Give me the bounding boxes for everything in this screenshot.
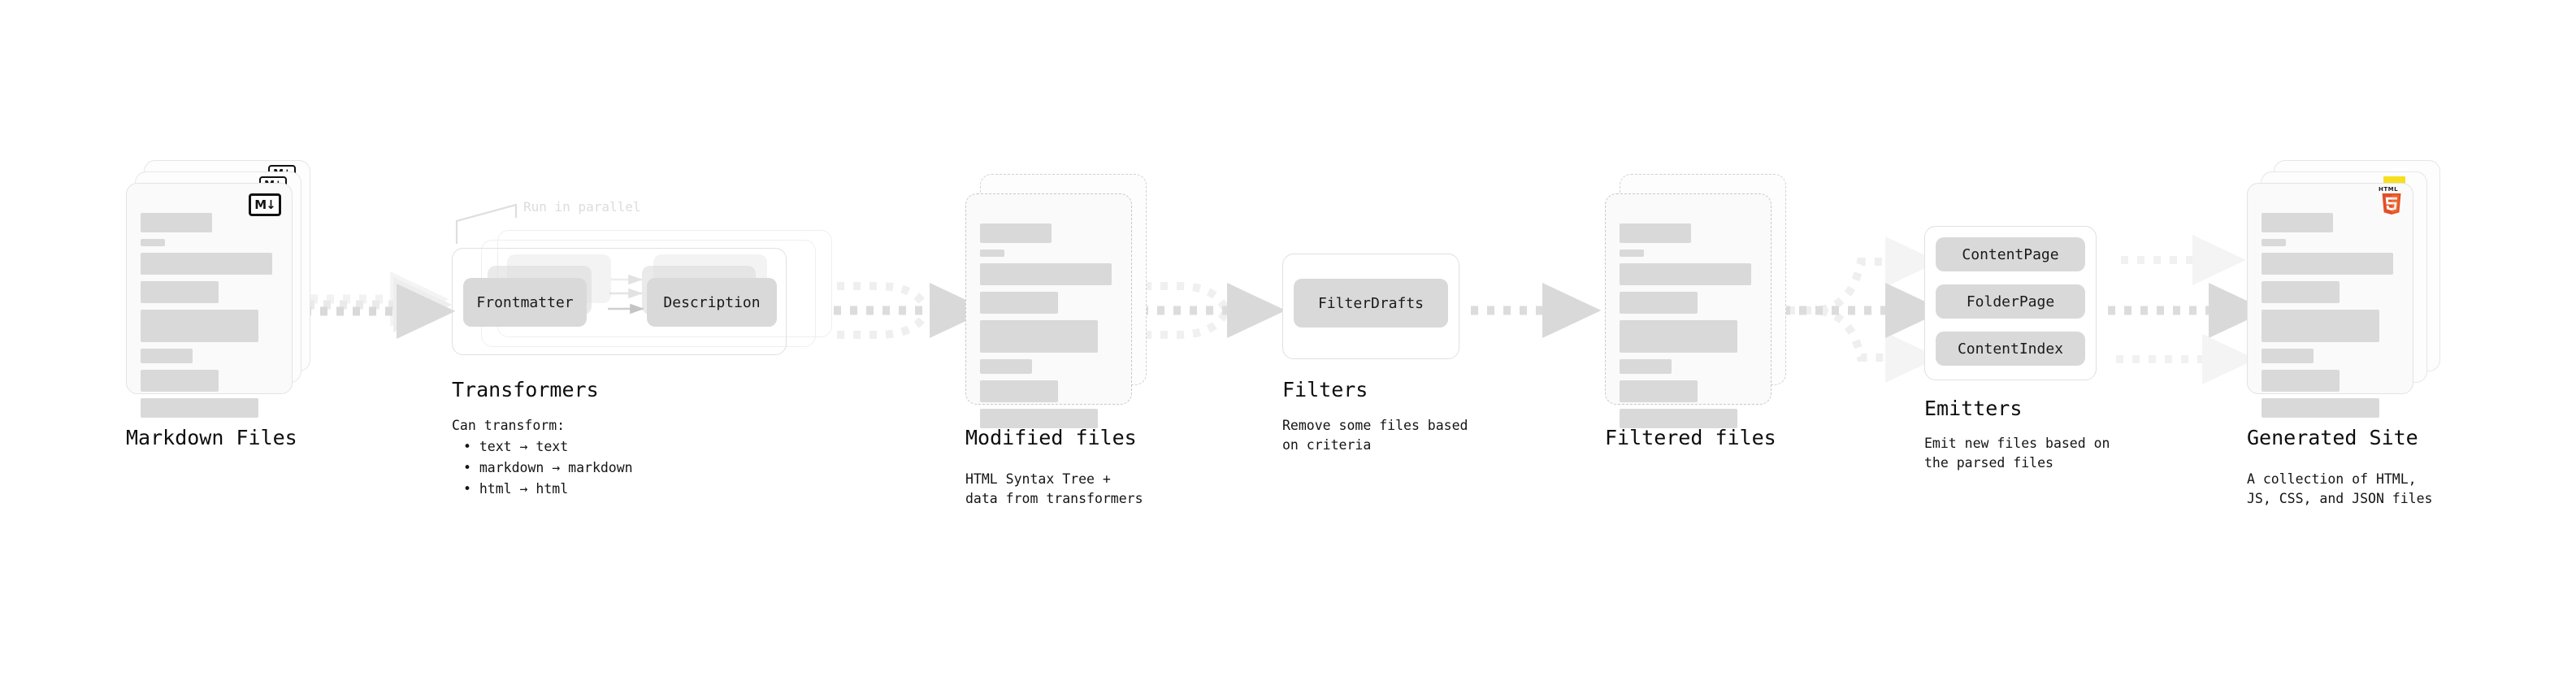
stage-title-modified-files: Modified files (965, 426, 1137, 449)
stage-title-generated-site: Generated Site (2247, 426, 2418, 449)
connector-md-to-transformers (304, 271, 456, 340)
transformer-chip-description[interactable]: Description (647, 278, 777, 327)
transformers-bullet-1: • markdown → markdown (463, 460, 633, 475)
emitter-chip-contentpage[interactable]: ContentPage (1936, 237, 2085, 271)
connector-transformers-to-modified (834, 282, 989, 339)
file-card-modified[interactable] (965, 193, 1132, 428)
file-card-generated-site[interactable]: HTML (2247, 183, 2413, 418)
transformer-chip-frontmatter[interactable]: Frontmatter (463, 278, 587, 327)
stage-subtitle-emitters: Emit new files based on the parsed files (1924, 436, 2110, 471)
html5-icon: HTML (2379, 186, 2402, 216)
stage-subtitle-filters: Remove some files based on criteria (1282, 418, 1468, 453)
stage-title-transformers: Transformers (452, 378, 599, 401)
filter-chip-filterdrafts[interactable]: FilterDrafts (1294, 279, 1448, 327)
connector-modified-to-filters (1141, 282, 1286, 339)
connector-emitters-to-site (2108, 235, 2268, 385)
connector-filtered-to-emitters (1783, 236, 1945, 384)
emitter-chip-contentindex[interactable]: ContentIndex (1936, 332, 2085, 366)
transformers-bullet-0: • text → text (463, 439, 569, 454)
file-content-bars (2262, 213, 2400, 424)
emitter-chip-folderpage[interactable]: FolderPage (1936, 284, 2085, 319)
stage-title-markdown-files: Markdown Files (126, 426, 297, 449)
stage-subtitle-transformers-label: Can transform: (452, 418, 566, 433)
stage-subtitle-modified-files: HTML Syntax Tree + data from transformer… (965, 471, 1143, 506)
file-content-bars (141, 213, 280, 424)
run-in-parallel-note: Run in parallel (523, 199, 641, 215)
stage-title-filtered-files: Filtered files (1605, 426, 1776, 449)
markdown-icon: M↓ (249, 193, 281, 216)
file-content-bars (980, 223, 1119, 435)
transformers-bullet-2: • html → html (463, 481, 569, 497)
file-content-bars (1620, 223, 1759, 435)
file-card-markdown[interactable]: M↓ (126, 183, 293, 418)
transformer-panel[interactable] (452, 248, 787, 355)
file-card-filtered[interactable] (1605, 193, 1772, 428)
stage-title-filters: Filters (1282, 378, 1368, 401)
stage-subtitle-generated-site: A collection of HTML, JS, CSS, and JSON … (2247, 471, 2433, 506)
stage-title-emitters: Emitters (1924, 397, 2023, 420)
